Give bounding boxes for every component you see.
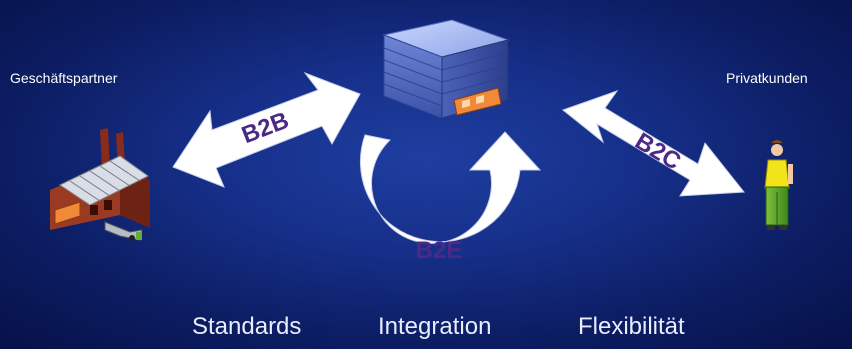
b2e-arrow: B2E xyxy=(359,131,542,264)
server-icon xyxy=(382,19,510,119)
b2e-label: B2E xyxy=(416,237,463,264)
footer-standards: Standards xyxy=(192,313,302,340)
customer-label: Privatkunden xyxy=(726,70,808,86)
person-icon xyxy=(764,140,793,230)
partner-label: Geschäftspartner xyxy=(10,70,118,86)
footer-integration: Integration xyxy=(378,313,492,340)
footer-flexibility: Flexibilität xyxy=(578,313,685,340)
b2c-arrow: B2C xyxy=(561,90,745,197)
b2b-arrow: B2B xyxy=(172,71,361,188)
factory-icon xyxy=(50,128,150,241)
